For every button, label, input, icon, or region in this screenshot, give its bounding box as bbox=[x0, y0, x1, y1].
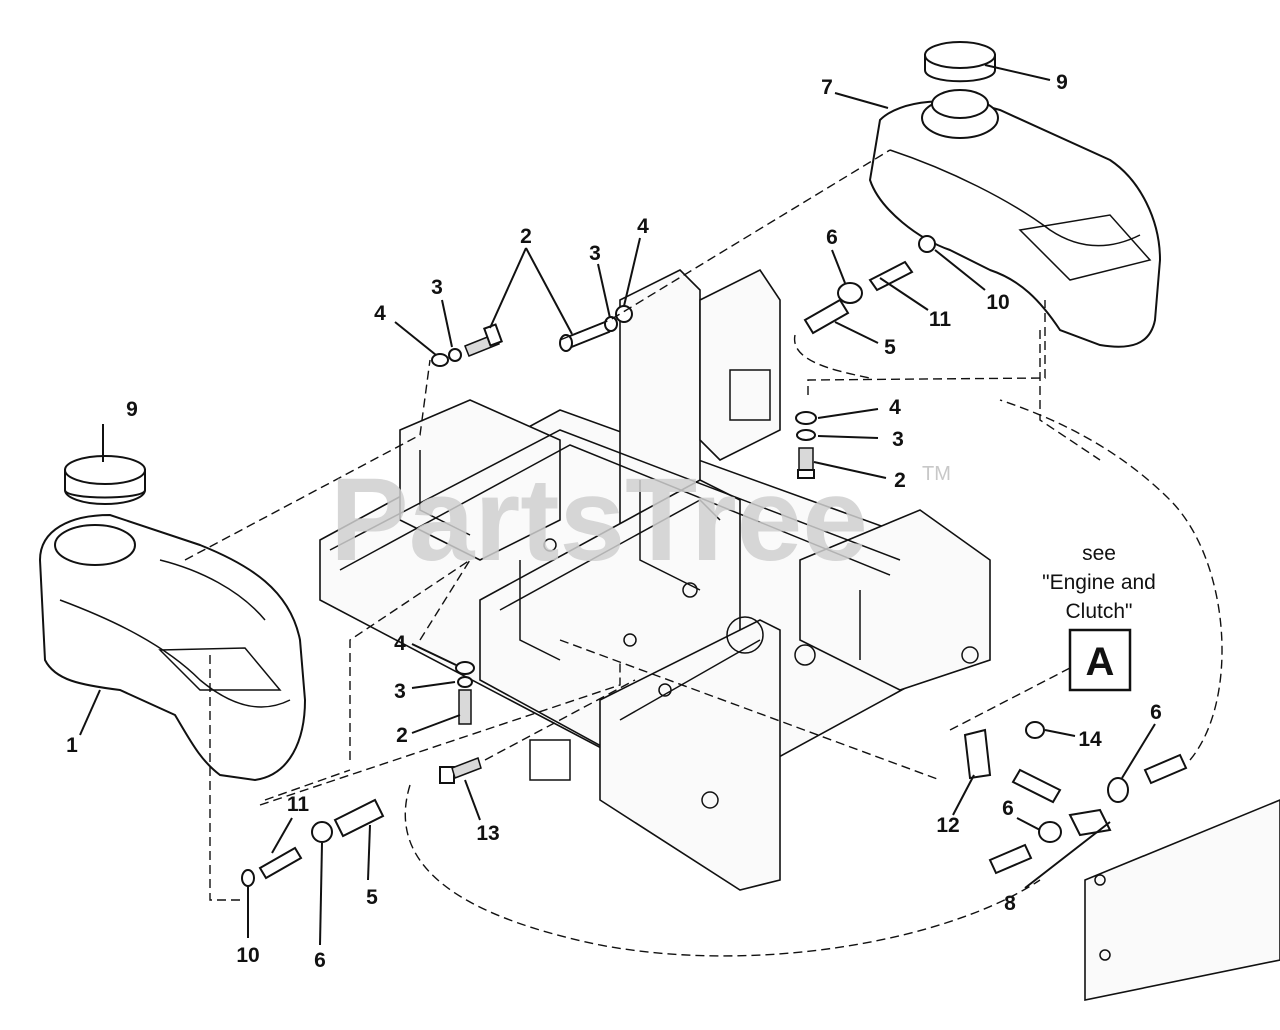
reference-line-3: Clutch" bbox=[1066, 600, 1133, 623]
callout-3-lower: 3 bbox=[394, 680, 406, 703]
callout-6-bottom: 6 bbox=[314, 949, 326, 972]
callout-3-right: 3 bbox=[892, 428, 904, 451]
callout-5-bottom: 5 bbox=[366, 886, 378, 909]
left-fuel-cap bbox=[64, 455, 146, 505]
right-fuel-cap bbox=[924, 41, 996, 83]
callout-12: 12 bbox=[936, 814, 959, 837]
callout-6-top: 6 bbox=[826, 226, 838, 249]
bolt-stack-right bbox=[795, 411, 817, 479]
callout-14: 14 bbox=[1078, 728, 1102, 751]
callout-5-top: 5 bbox=[884, 336, 896, 359]
callout-10-top: 10 bbox=[986, 291, 1009, 314]
callout-11-top: 11 bbox=[929, 308, 952, 331]
callout-6-right: 6 bbox=[1150, 701, 1162, 724]
assembly-lines bbox=[184, 149, 1223, 957]
callout-11-bottom: 11 bbox=[287, 793, 310, 816]
callout-4-right: 4 bbox=[889, 396, 901, 419]
callout-1: 1 bbox=[66, 734, 78, 757]
watermark: PartsTree TM bbox=[330, 454, 951, 586]
callout-2-right: 2 bbox=[894, 469, 906, 492]
reference-box bbox=[1068, 628, 1132, 692]
reference-box-letter: A bbox=[1086, 640, 1115, 684]
callout-8: 8 bbox=[1004, 892, 1016, 915]
bolt-stack-lower bbox=[455, 661, 475, 725]
side-panel bbox=[1084, 799, 1280, 1001]
callout-10-bottom: 10 bbox=[236, 944, 259, 967]
upper-fuel-line bbox=[803, 235, 936, 335]
right-fuel-tank bbox=[868, 89, 1162, 348]
bolt-stack-left bbox=[431, 323, 503, 367]
callout-4-top-left: 4 bbox=[374, 302, 386, 325]
bolt-13 bbox=[439, 757, 482, 784]
reference-line-1: see bbox=[1082, 542, 1116, 565]
callout-7: 7 bbox=[821, 76, 833, 99]
callout-9-left: 9 bbox=[126, 398, 138, 421]
callout-6-lower-right: 6 bbox=[1002, 797, 1014, 820]
callout-13: 13 bbox=[476, 822, 499, 845]
watermark-text: PartsTree bbox=[330, 454, 868, 586]
mower-frame bbox=[319, 268, 991, 891]
leader-lines bbox=[79, 64, 1156, 946]
lower-left-fuel-line bbox=[241, 798, 385, 887]
callout-3-top: 3 bbox=[589, 242, 601, 265]
reference-note: see "Engine and Clutch" A bbox=[1042, 542, 1156, 692]
reference-line-2: "Engine and bbox=[1042, 571, 1156, 594]
callout-9-right: 9 bbox=[1056, 71, 1068, 94]
callout-4-top: 4 bbox=[637, 215, 649, 238]
callout-2-top: 2 bbox=[520, 225, 532, 248]
watermark-trademark: TM bbox=[922, 463, 951, 485]
left-fuel-tank bbox=[38, 513, 307, 782]
callout-4-lower: 4 bbox=[394, 632, 406, 655]
callouts: 9 1 4 3 2 3 4 7 9 6 11 10 5 4 3 2 4 3 2 … bbox=[66, 71, 1162, 972]
callout-3-top-left: 3 bbox=[431, 276, 443, 299]
lower-right-fuel-line bbox=[963, 721, 1188, 875]
callout-2-lower: 2 bbox=[396, 724, 408, 747]
